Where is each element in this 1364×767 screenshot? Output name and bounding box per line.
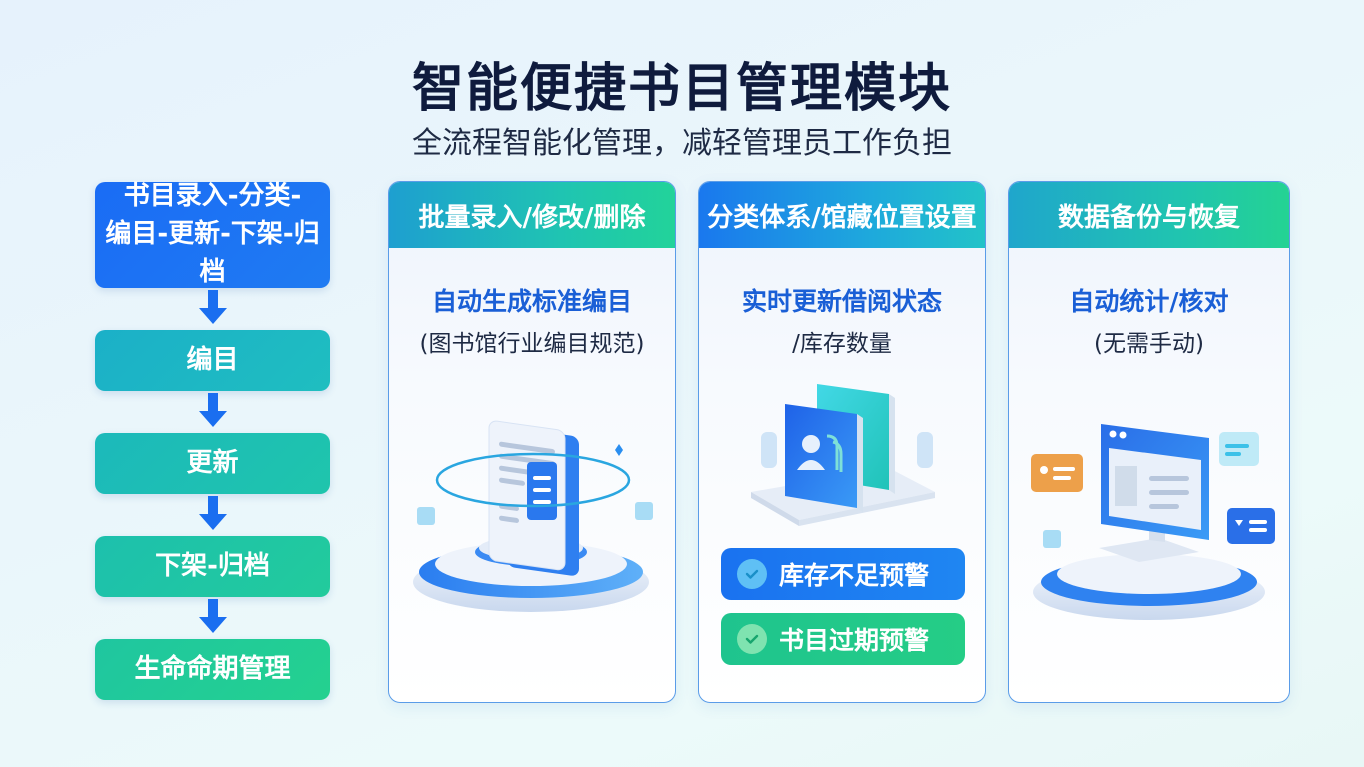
card-classification: 分类体系/馆藏位置设置 实时更新借阅状态 /库存数量 库存不足预警 <box>698 181 986 703</box>
card-sub-text: /库存数量 <box>792 331 892 357</box>
card-header: 数据备份与恢复 <box>1009 182 1289 248</box>
card-batch-entry: 批量录入/修改/删除 自动生成标准编目 (图书馆行业编目规范) <box>388 181 676 703</box>
arrow-down-icon <box>199 599 227 635</box>
card-sub-text: (图书馆行业编目规范) <box>419 331 645 357</box>
arrow-down-icon <box>199 290 227 326</box>
card-main-text: 自动生成标准编目 <box>431 287 632 316</box>
flow-step-lifecycle: 生命命期管理 <box>95 639 330 700</box>
flow-step-update: 更新 <box>95 433 330 494</box>
check-circle-icon <box>737 559 767 589</box>
document-on-pedestal-icon <box>389 392 675 612</box>
card-main-text: 自动统计/核对 <box>1069 287 1229 316</box>
flow-step-catalog: 编目 <box>95 330 330 391</box>
card-backup: 数据备份与恢复 自动统计/核对 (无需手动) <box>1008 181 1290 703</box>
flow-step-overview-line2: 编目-更新-下架-归档 <box>105 219 320 287</box>
card-sub-text: (无需手动) <box>1094 331 1204 357</box>
flow-step-archive-label: 下架-归档 <box>155 550 270 581</box>
page-subtitle: 全流程智能化管理，减轻管理员工作负担 <box>412 126 952 161</box>
overdue-alert-badge: 书目过期预警 <box>721 613 965 665</box>
card-main-text: 实时更新借阅状态 <box>741 287 942 316</box>
flow-step-lifecycle-label: 生命命期管理 <box>134 653 291 684</box>
arrow-down-icon <box>199 496 227 532</box>
arrow-down-icon <box>199 393 227 429</box>
flow-step-overview: 书目录入-分类- 编目-更新-下架-归档 <box>95 181 330 288</box>
card-header: 批量录入/修改/删除 <box>389 182 675 248</box>
check-circle-icon <box>737 624 767 654</box>
flow-step-update-label: 更新 <box>186 447 239 478</box>
low-stock-alert-badge: 库存不足预警 <box>721 548 965 600</box>
page-title: 智能便捷书目管理模块 <box>411 59 952 119</box>
flow-step-archive: 下架-归档 <box>95 536 330 597</box>
user-cards-icon <box>699 372 985 532</box>
card-header: 分类体系/馆藏位置设置 <box>699 182 985 248</box>
flow-step-overview-line1: 书目录入-分类- <box>123 181 302 212</box>
low-stock-alert-label: 库存不足预警 <box>779 561 930 590</box>
computer-on-pedestal-icon <box>1009 412 1289 622</box>
flow-step-catalog-label: 编目 <box>186 344 239 375</box>
overdue-alert-label: 书目过期预警 <box>779 626 930 655</box>
